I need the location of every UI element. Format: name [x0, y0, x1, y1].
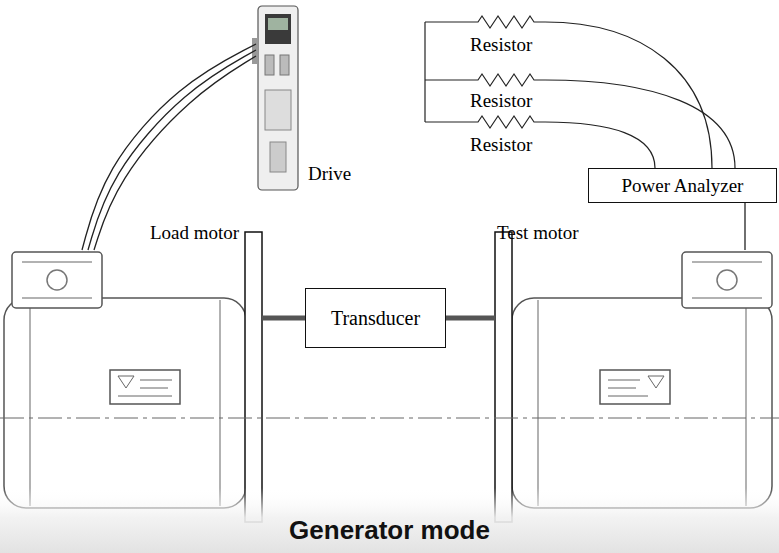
part-label: Drive — [308, 163, 351, 185]
test-motor: Test motor — [495, 250, 775, 522]
drive-screen — [265, 14, 291, 44]
cable-bundle — [82, 44, 256, 250]
motor-ridge — [538, 300, 746, 506]
plate-symbol — [118, 376, 172, 396]
mounting-flange — [245, 232, 262, 522]
servo-drive: Drive — [256, 5, 300, 191]
resistor-symbol — [425, 74, 545, 86]
drive-display — [268, 18, 288, 30]
common-wire — [424, 22, 425, 122]
motor-body — [4, 298, 246, 508]
name-plate — [600, 370, 670, 404]
motor-body — [512, 298, 772, 508]
drive-button — [265, 55, 274, 75]
analyzer-box: Power Analyzer — [588, 168, 777, 203]
junction-box — [12, 252, 102, 308]
cable-bundle — [82, 44, 256, 250]
junction-detail — [692, 262, 762, 298]
cable-gland — [47, 270, 67, 290]
test-motor-figure — [495, 232, 772, 522]
cable-gland — [717, 270, 737, 290]
mounting-flange — [495, 232, 512, 522]
cable-bundle — [94, 56, 256, 250]
resistor-label: Resistor — [470, 134, 532, 156]
shaft — [446, 318, 495, 319]
resistor-symbol — [425, 16, 545, 28]
motor-ridge — [30, 300, 220, 506]
load-motor: Load motor — [0, 250, 262, 522]
measurement-wire — [744, 203, 745, 250]
part-label: Load motor — [150, 222, 239, 244]
centerline — [0, 418, 779, 419]
shaft — [262, 318, 305, 319]
cable-bundle — [88, 50, 256, 250]
load-wire — [545, 80, 735, 168]
junction-box — [682, 252, 772, 308]
drive-button — [280, 55, 289, 75]
part-label: Test motor — [497, 222, 579, 244]
drive-housing — [258, 6, 298, 190]
drive-port — [270, 142, 286, 172]
load-wire — [545, 22, 712, 168]
drive-figure — [252, 6, 298, 190]
resistor-label: Resistor — [470, 34, 532, 56]
box-label: Transducer — [331, 307, 420, 330]
name-plate — [110, 370, 180, 404]
shaft — [262, 316, 305, 321]
measurement-wire — [745, 203, 746, 250]
junction-detail — [22, 262, 92, 298]
transducer-box: Transducer — [305, 288, 446, 348]
caption: Generator mode — [0, 516, 779, 546]
shaft — [446, 316, 495, 321]
resistor-label: Resistor — [470, 90, 532, 112]
load-motor-figure — [4, 232, 262, 522]
plate-symbol — [608, 376, 664, 396]
box-label: Power Analyzer — [622, 175, 744, 197]
resistor-network — [425, 16, 735, 168]
resistor-symbol — [425, 116, 545, 128]
caption-band — [0, 488, 779, 553]
load-wire — [545, 122, 655, 168]
drive-port — [265, 90, 291, 130]
